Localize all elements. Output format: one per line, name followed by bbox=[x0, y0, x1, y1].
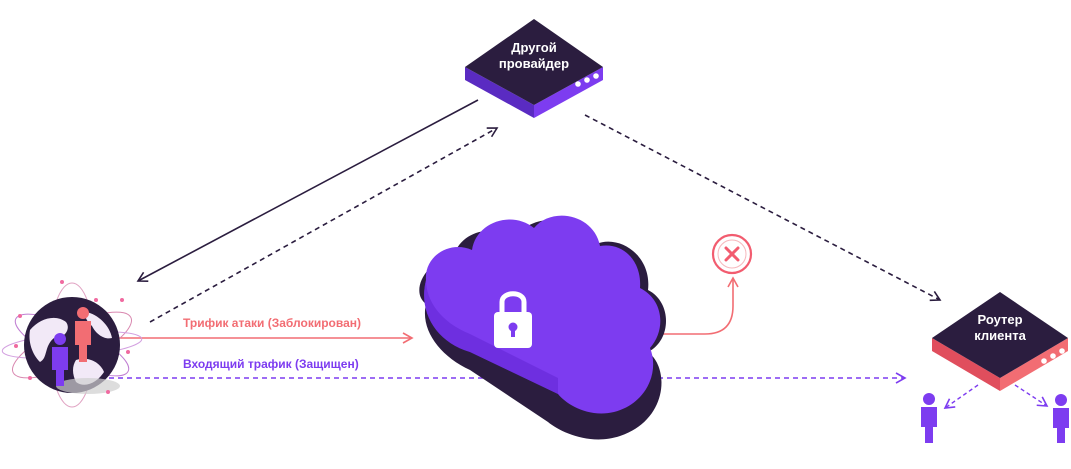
client-user-left-person-icon bbox=[921, 393, 937, 443]
client-router: Роутер клиента bbox=[932, 292, 1068, 391]
client-user-right-person-icon bbox=[1053, 394, 1069, 443]
connections bbox=[96, 99, 1049, 409]
attack-traffic-label: Трифик атаки (Заблокирован) bbox=[183, 316, 361, 330]
globe-to-provider-dashed-line bbox=[149, 127, 499, 323]
incoming-traffic-label: Входящий трафик (Защищен) bbox=[183, 357, 359, 371]
router-lights bbox=[1041, 348, 1065, 364]
globe-icon bbox=[1, 280, 143, 408]
globe-nodes bbox=[14, 280, 130, 394]
router-to-right-user-line bbox=[1014, 384, 1049, 407]
cloud-lock-icon bbox=[419, 215, 666, 440]
provider-server: Другой провайдер bbox=[465, 19, 603, 118]
provider-label-line2: провайдер bbox=[499, 56, 569, 71]
attacker-person-icon bbox=[75, 307, 91, 362]
router-label-line1: Роутер bbox=[977, 312, 1022, 327]
provider-label-line1: Другой bbox=[511, 40, 556, 55]
router-label-line2: клиента bbox=[974, 328, 1026, 343]
server-lights bbox=[575, 73, 599, 87]
user-person-icon bbox=[52, 333, 68, 386]
router-to-left-user-line bbox=[943, 384, 979, 409]
provider-to-globe-line bbox=[136, 99, 479, 282]
blocked-close-icon bbox=[711, 233, 753, 275]
blocked-path-line bbox=[640, 276, 739, 335]
lock-icon bbox=[494, 291, 532, 348]
provider-to-router-dashed-line bbox=[584, 114, 942, 302]
